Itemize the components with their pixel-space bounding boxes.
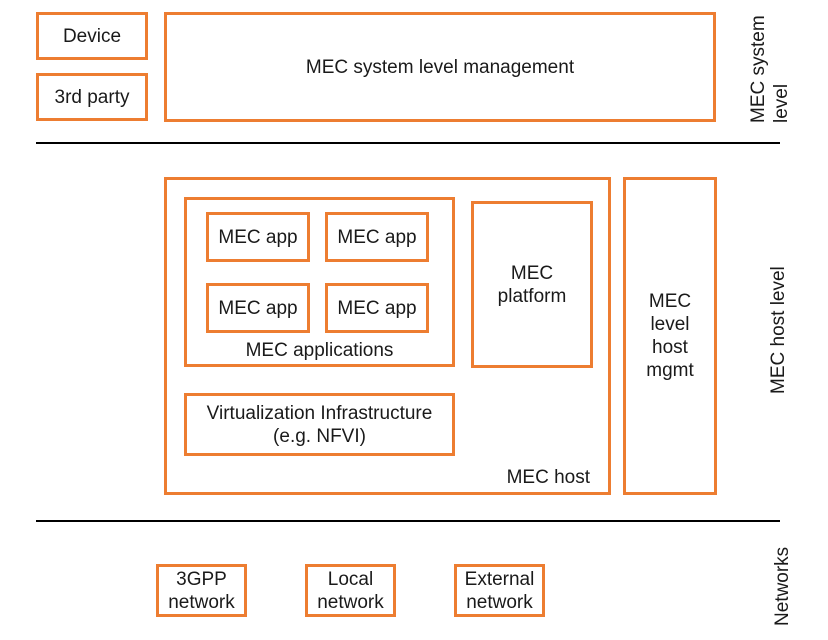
system-level-side-label: MEC system level (748, 15, 792, 123)
mec-level-host-mgmt-box: MEC level host mgmt (623, 177, 717, 495)
third-party-box: 3rd party (36, 73, 148, 121)
section-divider-top (36, 142, 780, 144)
network-box-3gpp: 3GPP network (156, 564, 247, 617)
section-divider-bottom (36, 520, 780, 522)
mec-host-box: MEC app MEC app MEC app MEC app MEC appl… (164, 177, 611, 495)
mec-host-label: MEC host (506, 467, 590, 488)
mec-platform-box: MEC platform (471, 201, 593, 368)
mec-app-box: MEC app (325, 283, 429, 333)
host-level-side-label: MEC host level (767, 266, 789, 394)
mec-applications-label: MEC applications (245, 340, 394, 361)
mec-app-box: MEC app (206, 212, 310, 262)
network-box-local: Local network (305, 564, 396, 617)
device-box: Device (36, 12, 148, 60)
network-box-external: External network (454, 564, 545, 617)
mec-app-box: MEC app (325, 212, 429, 262)
mec-applications-box: MEC app MEC app MEC app MEC app MEC appl… (184, 197, 455, 367)
networks-side-label: Networks (771, 546, 793, 626)
mec-system-level-management-box: MEC system level management (164, 12, 716, 122)
virtualization-infrastructure-box: Virtualization Infrastructure (e.g. NFVI… (184, 393, 455, 456)
mec-app-box: MEC app (206, 283, 310, 333)
